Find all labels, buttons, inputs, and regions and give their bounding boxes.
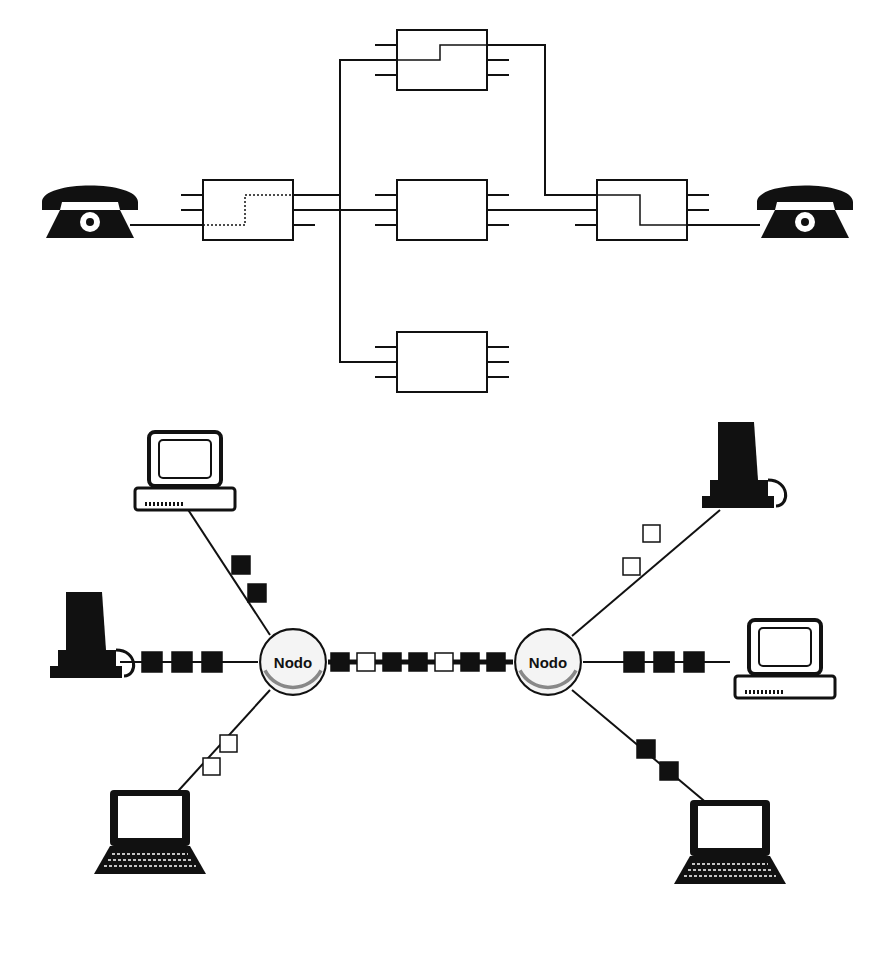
node-label: Nodo xyxy=(274,654,312,671)
node-circle: Nodo xyxy=(513,627,583,697)
node-label: Nodo xyxy=(529,654,567,671)
node-circle: Nodo xyxy=(258,627,328,697)
